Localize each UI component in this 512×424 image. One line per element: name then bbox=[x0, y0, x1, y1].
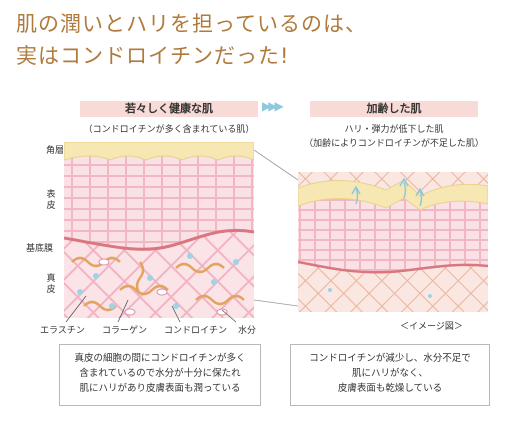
aged-skin-section bbox=[298, 172, 488, 312]
left-panel-subheader: （コンドロイチンが多く含まれている肌） bbox=[83, 125, 255, 135]
legend-water: 水分 bbox=[238, 326, 257, 336]
left-caption-line: 真皮の細胞の間にコンドロイチンが多く bbox=[74, 353, 246, 364]
label-epidermis: 表皮 bbox=[46, 190, 56, 211]
right-caption-line: 肌にハリがなく、 bbox=[351, 368, 428, 379]
right-panel-header: 加齢した肌 bbox=[310, 101, 478, 117]
right-panel-subheader-1: ハリ・弾力が低下した肌 bbox=[344, 125, 444, 135]
right-caption-line: コンドロイチンが減少し、水分不足で bbox=[309, 353, 471, 364]
right-caption-line: 皮膚表面も乾燥している bbox=[337, 383, 443, 394]
transition-arrows-icon: ▶▶▶ bbox=[262, 99, 284, 113]
left-caption-box: 真皮の細胞の間にコンドロイチンが多く 含まれているので水分が十分に保たれ 肌にハ… bbox=[59, 344, 261, 406]
label-basement-membrane: 基底膜 bbox=[26, 244, 54, 254]
healthy-skin-section bbox=[64, 142, 254, 318]
page-title-line2: 実はコンドロイチンだった! bbox=[16, 44, 290, 68]
label-dermis: 真皮 bbox=[46, 274, 56, 295]
right-caption-box: コンドロイチンが減少し、水分不足で 肌にハリがなく、 皮膚表面も乾燥している bbox=[290, 344, 490, 406]
page-title-line1: 肌の潤いとハリを担っているのは、 bbox=[16, 12, 367, 36]
right-panel-subheader-2: （加齢によりコンドロイチンが不足した肌） bbox=[304, 139, 484, 149]
left-caption-line: 肌にハリがあり皮膚表面も潤っている bbox=[79, 383, 241, 394]
left-panel-header: 若々しく健康な肌 bbox=[80, 101, 258, 117]
image-note: ＜イメージ図＞ bbox=[400, 322, 463, 332]
legend-elastin: エラスチン bbox=[40, 326, 85, 336]
legend-collagen: コラーゲン bbox=[102, 326, 148, 336]
legend-chondroitin: コンドロイチン bbox=[164, 326, 228, 336]
label-stratum-corneum: 角層 bbox=[46, 146, 65, 156]
left-caption-line: 含まれているので水分が十分に保たれ bbox=[79, 368, 241, 379]
